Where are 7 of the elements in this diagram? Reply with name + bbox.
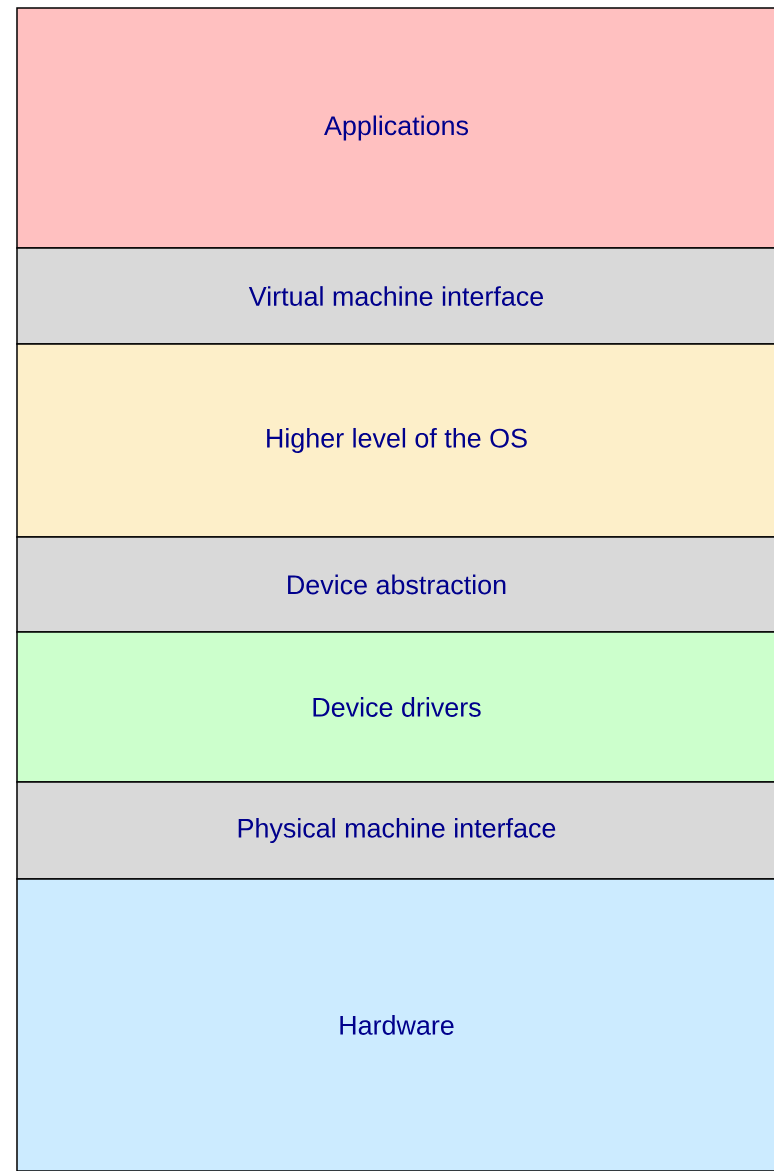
layer-band: Device drivers bbox=[16, 631, 774, 783]
layer-band: Hardware bbox=[16, 878, 774, 1171]
interface-band: Physical machine interface bbox=[16, 781, 774, 880]
layer-band: Applications bbox=[16, 7, 774, 249]
layer-band: Higher level of the OS bbox=[16, 343, 774, 538]
interface-band: Device abstraction bbox=[16, 536, 774, 633]
interface-band: Virtual machine interface bbox=[16, 247, 774, 345]
